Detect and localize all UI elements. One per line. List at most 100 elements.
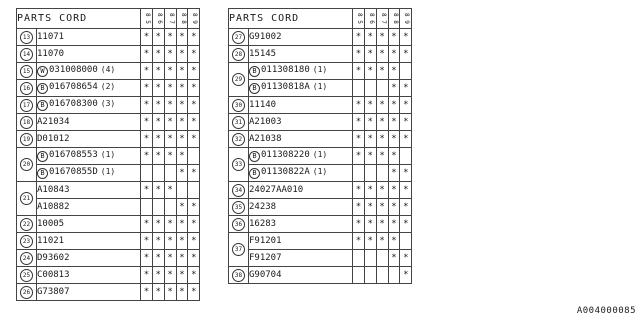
applicability-cell: * [363, 28, 377, 46]
applicability-cell: * [187, 283, 201, 301]
ref-number-badge: 36 [232, 217, 245, 231]
ref-number-cell: 36 [228, 215, 249, 233]
applicability-mark: * [379, 65, 385, 76]
applicability-mark: * [179, 201, 185, 212]
applicability-mark: * [143, 269, 150, 280]
applicability-mark: * [155, 48, 161, 59]
applicability-cell: * [375, 181, 389, 199]
applicability-cell [399, 62, 413, 80]
applicability-mark: * [403, 252, 409, 263]
ref-number-badge: 33 [232, 158, 245, 171]
applicability-cell: * [399, 266, 413, 284]
applicability-mark: * [367, 218, 373, 229]
applicability-cell: * [399, 130, 413, 148]
part-code-cell: 11140 [248, 96, 353, 114]
applicability-cell: * [387, 96, 401, 114]
ref-number-cell: 34 [228, 181, 249, 199]
part-code: 01130822A [261, 166, 310, 177]
applicability-cell [375, 164, 389, 182]
applicability-mark: * [155, 133, 161, 144]
applicability-mark: * [143, 99, 150, 110]
applicability-mark: * [379, 201, 385, 212]
applicability-cell: * [140, 113, 153, 131]
applicability-mark: * [403, 269, 409, 280]
applicability-cell: * [363, 96, 377, 114]
applicability-cell: * [140, 96, 153, 114]
part-code: 10005 [37, 218, 65, 229]
applicability-cell: * [375, 232, 389, 250]
applicability-mark: * [391, 184, 397, 195]
applicability-mark: * [167, 235, 173, 246]
applicability-mark: * [191, 31, 197, 42]
ref-number-cell: 26 [16, 283, 37, 301]
applicability-cell [352, 266, 365, 284]
applicability-cell: * [140, 266, 153, 284]
applicability-cell [375, 79, 389, 97]
applicability-cell: * [163, 181, 177, 199]
part-code: A10843 [37, 184, 70, 195]
header-year: 8 6 [151, 8, 165, 29]
ref-number-cell: 21 [16, 181, 37, 216]
applicability-cell: * [352, 181, 365, 199]
applicability-mark: * [179, 218, 185, 229]
ref-number-badge: 17 [20, 98, 33, 112]
applicability-cell: * [187, 232, 201, 250]
applicability-mark: * [391, 201, 397, 212]
applicability-mark: * [391, 167, 397, 178]
applicability-mark: * [179, 286, 185, 297]
applicability-mark: * [391, 218, 397, 229]
applicability-cell: * [399, 28, 413, 46]
applicability-mark: * [391, 116, 397, 127]
applicability-cell: * [175, 164, 189, 182]
header-year: 8 8 [175, 8, 189, 29]
applicability-mark: * [403, 116, 409, 127]
part-quantity: (2) [100, 81, 116, 91]
applicability-cell [363, 266, 377, 284]
part-quantity: (1) [100, 149, 116, 159]
applicability-mark: * [191, 99, 197, 110]
applicability-mark: * [179, 116, 185, 127]
ref-number-badge: 22 [20, 217, 33, 231]
applicability-mark: * [143, 184, 150, 195]
part-prefix-badge: B [37, 167, 48, 179]
applicability-mark: * [391, 150, 397, 161]
applicability-cell: * [363, 130, 377, 148]
ref-number-badge: 38 [232, 268, 245, 282]
applicability-cell: * [151, 283, 165, 301]
part-code: G73807 [37, 286, 70, 297]
ref-number-badge: 26 [20, 285, 33, 299]
applicability-cell [163, 198, 177, 216]
applicability-cell: * [163, 147, 177, 165]
ref-number-badge: 35 [232, 200, 245, 214]
part-code: 15145 [249, 48, 277, 59]
applicability-mark: * [355, 184, 362, 195]
applicability-cell [140, 198, 153, 216]
applicability-cell [175, 181, 189, 199]
ref-number-badge: 30 [232, 98, 245, 112]
applicability-cell: * [175, 249, 189, 267]
header-title: PARTS CORD [16, 8, 141, 29]
applicability-cell: * [387, 62, 401, 80]
part-code-cell: D93602 [36, 249, 141, 267]
applicability-mark: * [167, 286, 173, 297]
applicability-mark: * [403, 48, 409, 59]
applicability-cell: * [151, 215, 165, 233]
applicability-cell: * [140, 181, 153, 199]
part-code-cell: G91002 [248, 28, 353, 46]
part-prefix-badge: B [37, 150, 48, 162]
applicability-mark: * [167, 31, 173, 42]
ref-number-cell: 19 [16, 130, 37, 148]
applicability-mark: * [403, 218, 409, 229]
applicability-mark: * [179, 31, 185, 42]
applicability-cell: * [387, 147, 401, 165]
